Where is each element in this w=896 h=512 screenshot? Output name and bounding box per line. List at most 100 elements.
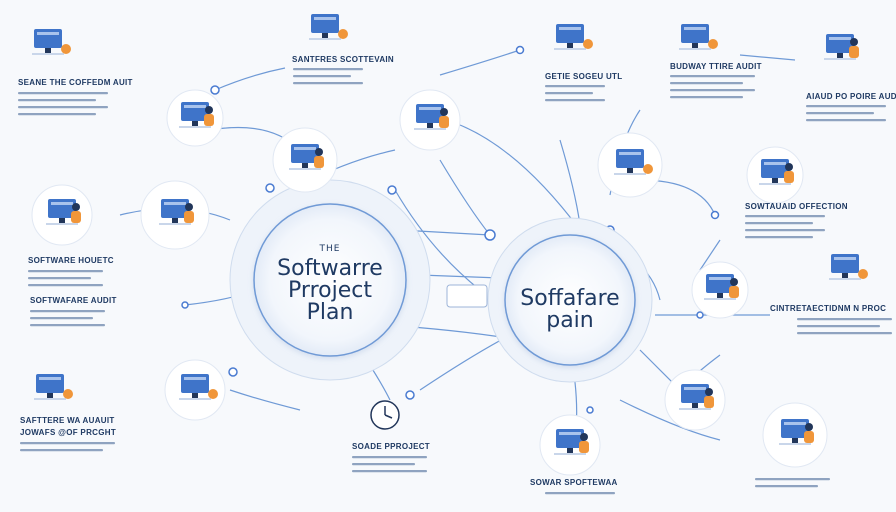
illustration-vignette <box>272 127 338 193</box>
placeholder-line <box>20 449 103 452</box>
illustration-vignette <box>824 34 859 60</box>
illustration-vignette <box>746 146 804 204</box>
hub-right-line-1: Soffafare <box>520 286 620 311</box>
illustration-vignette <box>399 89 461 151</box>
connector-line <box>459 124 581 231</box>
placeholder-line <box>352 470 427 473</box>
placeholder-text-lines <box>18 68 892 495</box>
person-icon <box>850 38 858 46</box>
person-icon <box>805 423 813 431</box>
illustration-vignette <box>34 374 73 400</box>
label-mid-left-2: SOFTWAFARE AUDIT <box>30 296 117 305</box>
placeholder-line <box>806 105 886 108</box>
label-top-right: AIAUD PO POIRE AUDITT <box>806 92 896 101</box>
illustration-vignette <box>309 14 348 40</box>
coin-icon <box>338 29 348 39</box>
monitor-icon <box>681 24 709 43</box>
connector-line <box>739 54 796 61</box>
placeholder-line <box>545 99 605 102</box>
placeholder-line <box>28 270 103 273</box>
placeholder-line <box>293 75 351 78</box>
label-bottom-center-right: SOWAR SPOFTEWAA <box>530 478 618 487</box>
connector-line <box>619 399 721 441</box>
node-dot <box>710 210 720 220</box>
placeholder-line <box>745 229 825 232</box>
hub-software-pain <box>446 217 653 383</box>
node-dot <box>181 301 189 309</box>
placeholder-line <box>745 222 813 225</box>
placeholder-line <box>30 310 105 313</box>
placeholder-line <box>797 318 892 321</box>
connector-line <box>559 139 581 226</box>
person-icon <box>315 148 323 156</box>
illustration-vignette <box>166 89 224 147</box>
person-icon <box>440 108 448 116</box>
placeholder-line <box>670 89 755 92</box>
person-icon <box>205 106 213 114</box>
node-dot <box>484 229 496 241</box>
label-bottom-left-1: SAFTTERE WA AUAUIT <box>20 416 115 425</box>
placeholder-line <box>293 82 363 85</box>
label-mid-left-1: SOFTWARE HOUETC <box>28 256 114 265</box>
label-bottom-left-2: JOWAFS @OF PRCGHT <box>20 428 117 437</box>
clock-icon <box>370 400 400 430</box>
illustration-vignette <box>32 29 71 55</box>
placeholder-line <box>352 456 427 459</box>
person-icon <box>705 388 713 396</box>
hub-left-line-1: Softwarre <box>277 256 383 281</box>
person-icon <box>72 203 80 211</box>
placeholder-line <box>797 332 892 335</box>
placeholder-line <box>20 442 115 445</box>
hub-inner-circle <box>504 234 636 366</box>
hub-left-prefix: THE <box>319 244 341 254</box>
placeholder-line <box>670 75 755 78</box>
coin-icon <box>643 164 653 174</box>
node-dot <box>265 183 275 193</box>
illustration-vignette <box>762 402 828 468</box>
illustration-vignette <box>164 359 226 421</box>
monitor-icon <box>181 374 209 393</box>
label-top-center: GETIE SOGEU UTL <box>545 72 623 81</box>
connector-line <box>699 239 721 271</box>
placeholder-line <box>755 485 818 488</box>
node-dot <box>515 45 525 55</box>
placeholder-line <box>18 92 108 95</box>
placeholder-line <box>28 284 103 287</box>
hub-left-line-3: Plan <box>306 300 354 325</box>
placeholder-line <box>30 317 93 320</box>
illustration-vignette <box>664 369 726 431</box>
placeholder-line <box>745 236 813 239</box>
node-dot <box>405 390 415 400</box>
monitor-icon <box>556 24 584 43</box>
coin-icon <box>708 39 718 49</box>
placeholder-line <box>352 463 415 466</box>
connector-line <box>229 389 301 411</box>
placeholder-line <box>545 85 605 88</box>
placeholder-line <box>18 113 96 116</box>
label-mid-right-1: SOWTAUAID OFFECTION <box>745 202 848 211</box>
label-bottom-center: SOADE PPROJECT <box>352 442 430 451</box>
placeholder-line <box>293 68 363 71</box>
node-dot <box>387 185 397 195</box>
placeholder-line <box>670 82 743 85</box>
monitor-icon <box>831 254 859 273</box>
label-top-center-right: BUDWAY TTIRE AUDIT <box>670 62 762 71</box>
coin-icon <box>208 389 218 399</box>
placeholder-line <box>28 277 91 280</box>
hub-left-line-2: Prroject <box>288 278 372 303</box>
hub-inner-circle <box>253 203 407 357</box>
placeholder-line <box>806 119 886 122</box>
label-mid-right-2: CINTRETAECTIDNM N PROC <box>770 304 887 313</box>
placeholder-line <box>545 492 615 495</box>
node-dot <box>228 367 238 377</box>
label-top-center-left: SANTFRES SCOTTEVAIN <box>292 55 395 64</box>
connector-line <box>394 189 481 291</box>
monitor-icon <box>311 14 339 33</box>
label-top-left: SEANE THE COFFEDM AUIT <box>18 78 133 87</box>
illustration-group <box>31 14 868 476</box>
hub-software-project-plan <box>229 179 431 381</box>
coin-icon <box>583 39 593 49</box>
placeholder-line <box>18 99 96 102</box>
illustration-vignette <box>140 180 210 250</box>
